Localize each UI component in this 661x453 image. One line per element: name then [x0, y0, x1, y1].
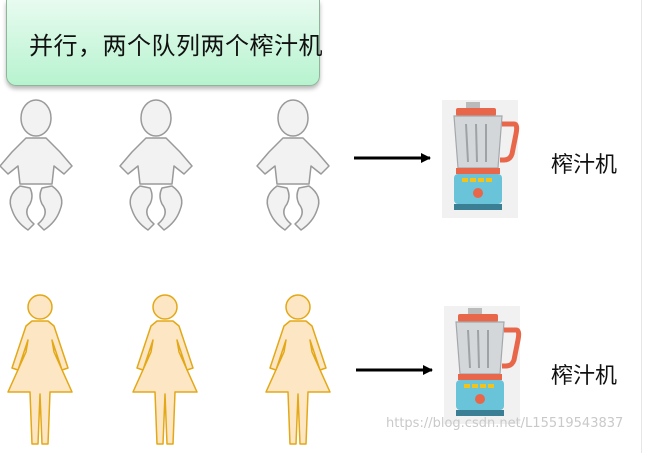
woman-figure-2 [132, 294, 198, 445]
juicer-label-2: 榨汁机 [551, 364, 618, 389]
title-box: 并行，两个队列两个榨汁机 [6, 0, 323, 86]
juicer-label-1: 榨汁机 [551, 153, 618, 178]
baby-figure-3 [256, 99, 330, 231]
diagram-title: 并行，两个队列两个榨汁机 [29, 32, 323, 60]
woman-figure-1 [7, 294, 73, 445]
blender-icon-2 [444, 306, 520, 424]
right-divider [641, 0, 642, 453]
woman-figure-3 [265, 294, 331, 445]
blender-icon-1 [442, 100, 518, 218]
baby-figure-2 [119, 99, 193, 231]
baby-figure-1 [0, 99, 73, 231]
watermark: https://blog.csdn.net/L15519543837 [386, 416, 624, 431]
